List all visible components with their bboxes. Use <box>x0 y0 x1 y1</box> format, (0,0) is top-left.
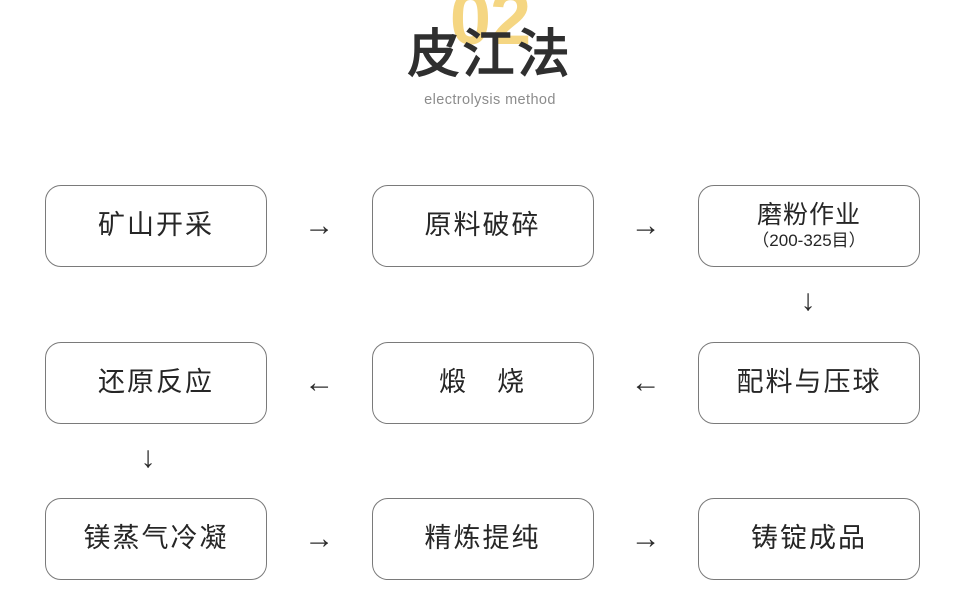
flow-node-box: 镁蒸气冷凝 <box>45 498 267 580</box>
arrow-right-icon: → <box>304 522 335 555</box>
flow-node-label: 配料与压球 <box>736 367 882 398</box>
flow-row-2: 还原反应 ← 煅 烧 ← 配料与压球 <box>45 342 920 424</box>
flow-node-calcination[interactable]: 煅 烧 <box>371 342 594 424</box>
flow-node-box: 煅 烧 <box>371 342 594 424</box>
arrow-right-icon: → <box>630 209 661 242</box>
flow-node-box: 还原反应 <box>45 342 267 424</box>
page-title: 皮江法 <box>407 26 573 84</box>
flow-node-refining[interactable]: 精炼提纯 <box>371 498 594 580</box>
flow-connector-slot: ← <box>267 342 372 424</box>
flow-node-label: 铸锭成品 <box>751 523 867 554</box>
arrow-left-icon: ← <box>630 366 661 399</box>
arrow-left-icon: ← <box>304 366 335 399</box>
flow-node-sublabel: （200-325目） <box>752 231 866 251</box>
flow-row-3: 镁蒸气冷凝 → 精炼提纯 → 铸锭成品 <box>45 498 920 580</box>
flow-connector-slot: → <box>267 498 372 580</box>
flow-node-label: 还原反应 <box>98 367 214 398</box>
flow-node-box: 矿山开采 <box>45 185 267 267</box>
flow-node-label: 镁蒸气冷凝 <box>83 523 229 554</box>
flow-connector-slot: ← <box>594 342 699 424</box>
arrow-down-icon-left: ↓ <box>140 441 156 474</box>
page-subtitle: electrolysis method <box>424 92 556 108</box>
flow-node-mining[interactable]: 矿山开采 <box>45 185 267 267</box>
header-logo-block: 02 皮江法 electrolysis method <box>0 0 980 130</box>
flow-node-box: 磨粉作业 （200-325目） <box>698 185 920 267</box>
flow-node-ingot-casting[interactable]: 铸锭成品 <box>698 498 920 580</box>
process-flowchart: 矿山开采 → 原料破碎 → 磨粉作业 （200-325目） 还原反应 <box>45 185 920 580</box>
flow-row-1: 矿山开采 → 原料破碎 → 磨粉作业 （200-325目） <box>45 185 920 267</box>
flow-node-batching-briquetting[interactable]: 配料与压球 <box>698 342 920 424</box>
flow-connector-slot: → <box>267 185 372 267</box>
flow-node-box: 原料破碎 <box>371 185 594 267</box>
flow-node-label: 精炼提纯 <box>424 523 541 554</box>
header-inner: 02 皮江法 electrolysis method <box>330 0 650 124</box>
flow-node-box: 铸锭成品 <box>698 498 920 580</box>
flow-node-reduction[interactable]: 还原反应 <box>45 342 267 424</box>
flow-node-label: 煅 烧 <box>439 367 526 398</box>
flow-node-box: 配料与压球 <box>698 342 920 424</box>
flow-node-crushing[interactable]: 原料破碎 <box>371 185 594 267</box>
arrow-down-icon-right: ↓ <box>800 284 816 317</box>
flow-node-label: 原料破碎 <box>424 210 541 241</box>
flow-node-grinding[interactable]: 磨粉作业 （200-325目） <box>698 185 920 267</box>
section-number-badge: 02 <box>449 0 531 60</box>
flow-node-box: 精炼提纯 <box>371 498 594 580</box>
flow-connector-slot: → <box>594 498 699 580</box>
flow-node-label: 磨粉作业 <box>756 200 861 229</box>
arrow-right-icon: → <box>630 522 661 555</box>
flow-node-vapor-condensation[interactable]: 镁蒸气冷凝 <box>45 498 267 580</box>
flow-node-label: 矿山开采 <box>98 210 214 241</box>
arrow-right-icon: → <box>304 209 335 242</box>
flow-connector-slot: → <box>594 185 699 267</box>
